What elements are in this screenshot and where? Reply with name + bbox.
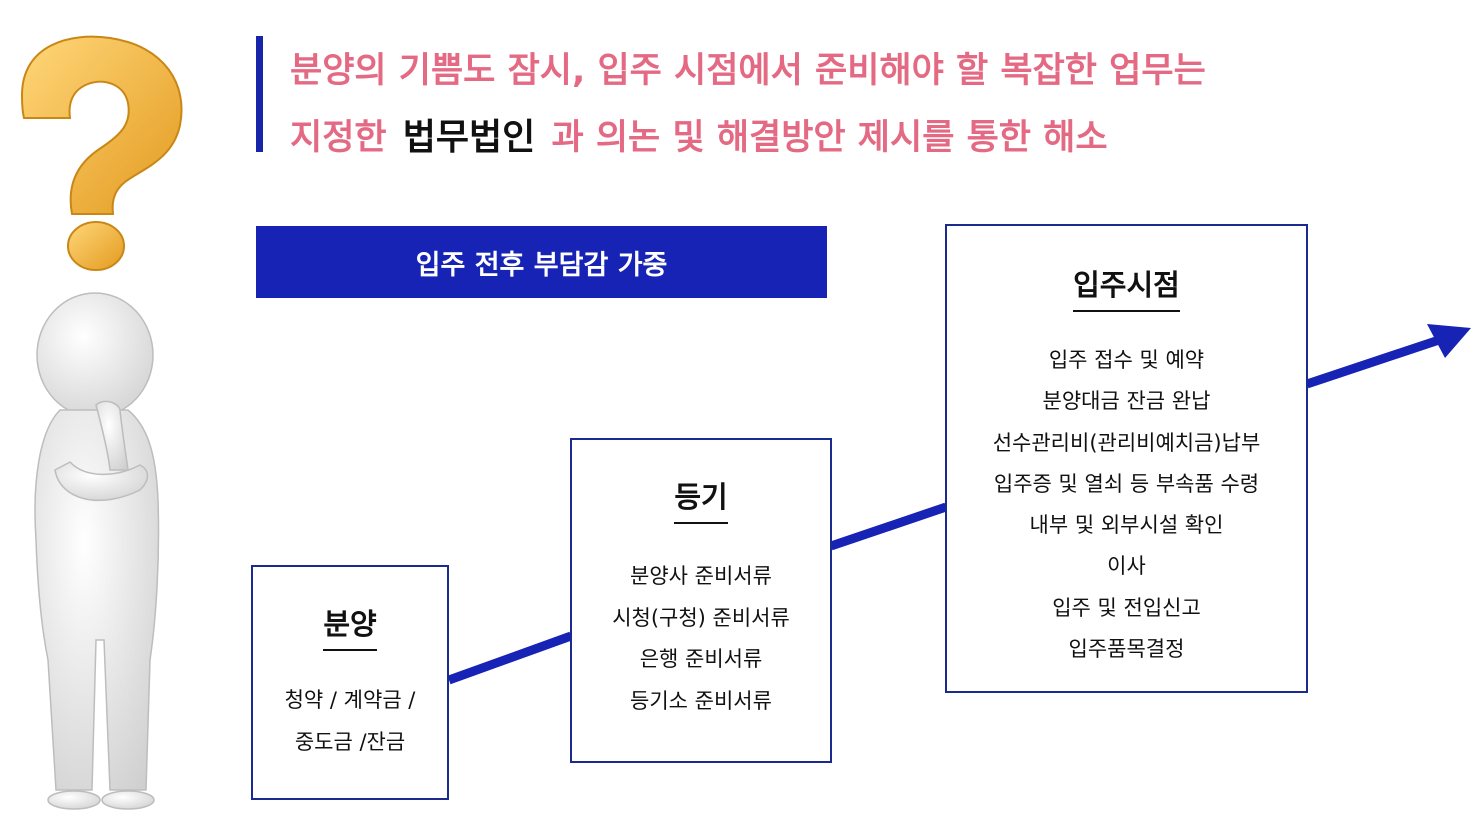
arrow-right-icon (1427, 324, 1471, 358)
list-item: 청약 / 계약금 / (284, 688, 416, 712)
stage-move-in-title: 입주시점 (1073, 262, 1180, 312)
list-item: 등기소 준비서류 (630, 688, 772, 713)
list-item: 입주 접수 및 예약 (1048, 348, 1205, 372)
question-mark-icon (20, 35, 183, 271)
list-item: 이사 (1107, 554, 1146, 579)
banner-label: 입주 전후 부담감 가중 (415, 249, 668, 281)
law-firm-emphasis: 법무법인 (402, 117, 536, 158)
stage-move-in-items: 입주 접수 및 예약 분양대금 잔금 완납 선수관리비(관리비예치금)납부 입주… (947, 340, 1306, 670)
list-item: 입주품목결정 (1068, 637, 1185, 662)
list-item: 시청(구청) 준비서류 (612, 605, 790, 630)
list-item: 분양대금 잔금 완납 (1042, 389, 1211, 414)
headline-line-2: 지정한 법무법인 과 의논 및 해결방안 제시를 통한 해소 (290, 108, 1108, 160)
stage-sale-title: 분양 (323, 601, 377, 651)
list-item: 은행 준비서류 (639, 647, 763, 671)
stage-sale-items: 청약 / 계약금 / 중도금 /잔금 (253, 679, 447, 763)
stage-sale-box: 분양 청약 / 계약금 / 중도금 /잔금 (251, 565, 449, 800)
list-item: 선수관리비(관리비예치금)납부 (992, 430, 1261, 455)
connector-registration-move-in (829, 502, 948, 551)
list-item: 중도금 /잔금 (294, 730, 406, 754)
connector-move-in-arrow (1305, 333, 1447, 389)
headline-line-2-pre: 지정한 (290, 118, 387, 158)
list-item: 입주 및 전입신고 (1052, 595, 1201, 620)
stage-registration-items: 분양사 준비서류 시청(구청) 준비서류 은행 준비서류 등기소 준비서류 (572, 556, 830, 722)
burden-banner: 입주 전후 부담감 가중 (256, 226, 827, 298)
headline-line-2-post: 과 의논 및 해결방안 제시를 통한 해소 (551, 118, 1108, 158)
headline-line-1: 분양의 기쁨도 잠시, 입주 시점에서 준비해야 할 복잡한 업무는 (290, 51, 1206, 91)
person-figure (34, 292, 160, 810)
connector-sale-registration (447, 631, 573, 685)
headline-accent-bar (256, 36, 263, 152)
list-item: 내부 및 외부시설 확인 (1029, 513, 1224, 538)
list-item: 분양사 준비서류 (630, 564, 772, 588)
stage-registration-title: 등기 (674, 474, 728, 524)
stage-move-in-box: 입주시점 입주 접수 및 예약 분양대금 잔금 완납 선수관리비(관리비예치금)… (945, 224, 1308, 693)
list-item: 입주증 및 열쇠 등 부속품 수령 (993, 471, 1260, 496)
stage-registration-box: 등기 분양사 준비서류 시청(구청) 준비서류 은행 준비서류 등기소 준비서류 (570, 438, 832, 763)
